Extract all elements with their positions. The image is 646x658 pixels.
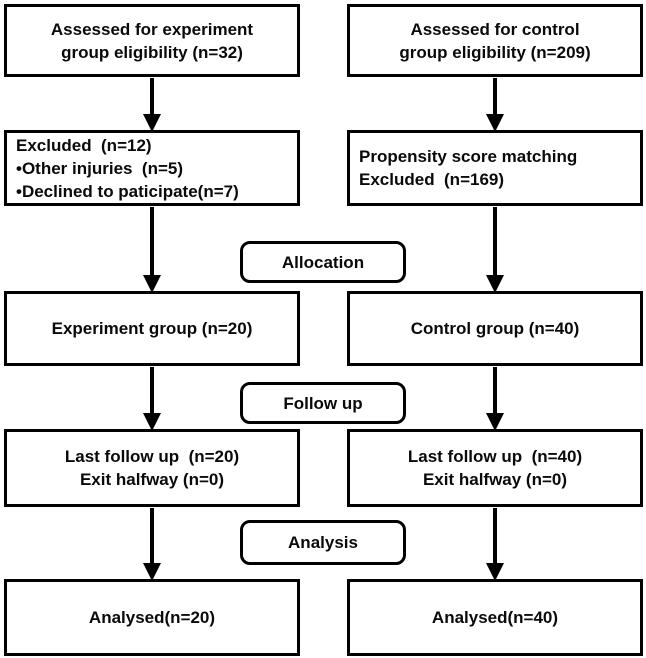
box-assessed-experiment-group: Assessed for experiment group eligibilit…	[4, 4, 300, 77]
box-last-follow-up-control: Last follow up (n=40) Exit halfway (n=0)	[347, 429, 643, 507]
box-excluded-experiment-text: Excluded (n=12) •Other injuries (n=5) •D…	[16, 135, 239, 201]
box-control-group: Control group (n=40)	[347, 291, 643, 366]
down-arrow	[143, 367, 161, 431]
box-analysed-control-text: Analysed(n=40)	[431, 608, 559, 627]
box-propensity-excluded-control: Propensity score matching Excluded (n=16…	[347, 130, 643, 206]
box-experiment-group-text: Experiment group (n=20)	[51, 319, 253, 338]
box-analysed-experiment-text: Analysed(n=20)	[88, 608, 216, 627]
stage-label-analysis: Analysis	[240, 520, 406, 565]
box-last-follow-up-experiment: Last follow up (n=20) Exit halfway (n=0)	[4, 429, 300, 507]
down-arrow	[486, 367, 504, 431]
stage-label-allocation: Allocation	[240, 241, 406, 283]
box-propensity-excluded-control-text: Propensity score matching Excluded (n=16…	[359, 147, 578, 189]
box-last-follow-up-control-text: Last follow up (n=40) Exit halfway (n=0)	[407, 447, 583, 489]
box-excluded-experiment: Excluded (n=12) •Other injuries (n=5) •D…	[4, 130, 300, 206]
box-experiment-group: Experiment group (n=20)	[4, 291, 300, 366]
down-arrow	[143, 508, 161, 581]
stage-label-follow-up-text: Follow up	[283, 393, 363, 413]
box-analysed-experiment: Analysed(n=20)	[4, 579, 300, 656]
down-arrow	[486, 207, 504, 293]
box-assessed-control-group: Assessed for control group eligibility (…	[347, 4, 643, 77]
down-arrow	[486, 508, 504, 581]
stage-label-follow-up: Follow up	[240, 382, 406, 424]
down-arrow	[143, 78, 161, 132]
box-analysed-control: Analysed(n=40)	[347, 579, 643, 656]
stage-label-analysis-text: Analysis	[288, 533, 358, 552]
box-last-follow-up-experiment-text: Last follow up (n=20) Exit halfway (n=0)	[64, 447, 240, 489]
stage-label-allocation-text: Allocation	[281, 252, 365, 272]
box-assessed-experiment-group-text: Assessed for experiment group eligibilit…	[50, 19, 254, 62]
box-assessed-control-group-text: Assessed for control group eligibility (…	[399, 19, 591, 62]
down-arrow	[486, 78, 504, 132]
box-control-group-text: Control group (n=40)	[410, 319, 580, 338]
down-arrow	[143, 207, 161, 293]
